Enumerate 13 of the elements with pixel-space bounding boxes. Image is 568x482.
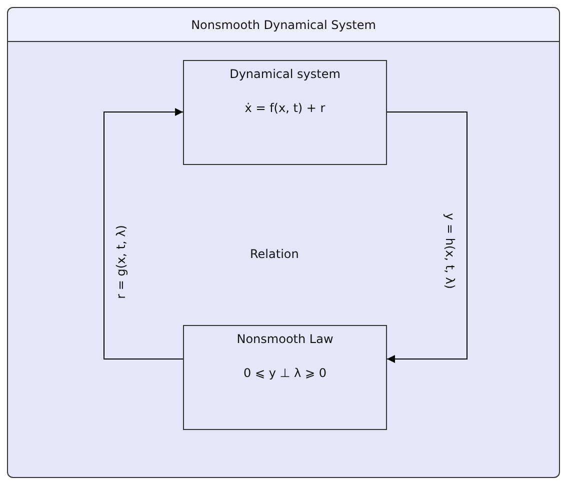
formula: 0 ⩽ y ⊥ λ ⩾ 0 xyxy=(242,366,328,380)
process-box xyxy=(183,60,387,165)
process-box xyxy=(183,325,387,430)
formula: ẋ = f(x, t) + r xyxy=(244,101,326,115)
edge-label: y = h(x, t, λ) xyxy=(443,212,457,288)
system-frame xyxy=(7,7,560,478)
frame-title: Nonsmooth Dynamical System xyxy=(8,8,559,42)
box-heading: Dynamical system xyxy=(228,67,342,81)
arrow xyxy=(104,108,184,360)
region-label: Relation xyxy=(250,247,299,261)
box-heading: Nonsmooth Law xyxy=(236,332,334,346)
arrow xyxy=(386,112,468,363)
edge-label: r = g(x, t, λ) xyxy=(114,224,128,298)
